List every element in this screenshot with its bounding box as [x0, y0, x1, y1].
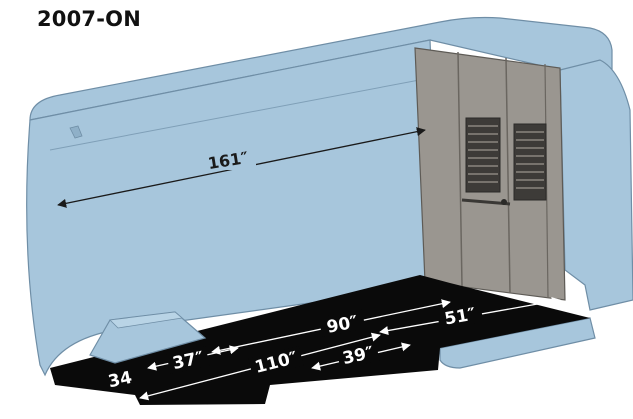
dim-label-39-bg — [336, 341, 380, 369]
dim-label-34: 34 — [107, 368, 134, 393]
dim-label-110-bg — [248, 346, 304, 378]
partition-vent-left — [465, 117, 501, 193]
dim-label-90-bg — [318, 308, 366, 338]
van-cab-section — [559, 59, 633, 311]
wheel-well-top — [109, 311, 183, 329]
partition-handle — [501, 199, 507, 205]
dim-label-161-bg — [200, 150, 256, 170]
dim-label-51-bg — [436, 302, 484, 330]
partition-seam-mid — [505, 57, 511, 294]
van-roof — [29, 16, 613, 121]
diagram-title: 2007-ON — [37, 7, 141, 31]
partition-seam-left — [457, 51, 463, 287]
partition-vent-right — [513, 123, 547, 201]
